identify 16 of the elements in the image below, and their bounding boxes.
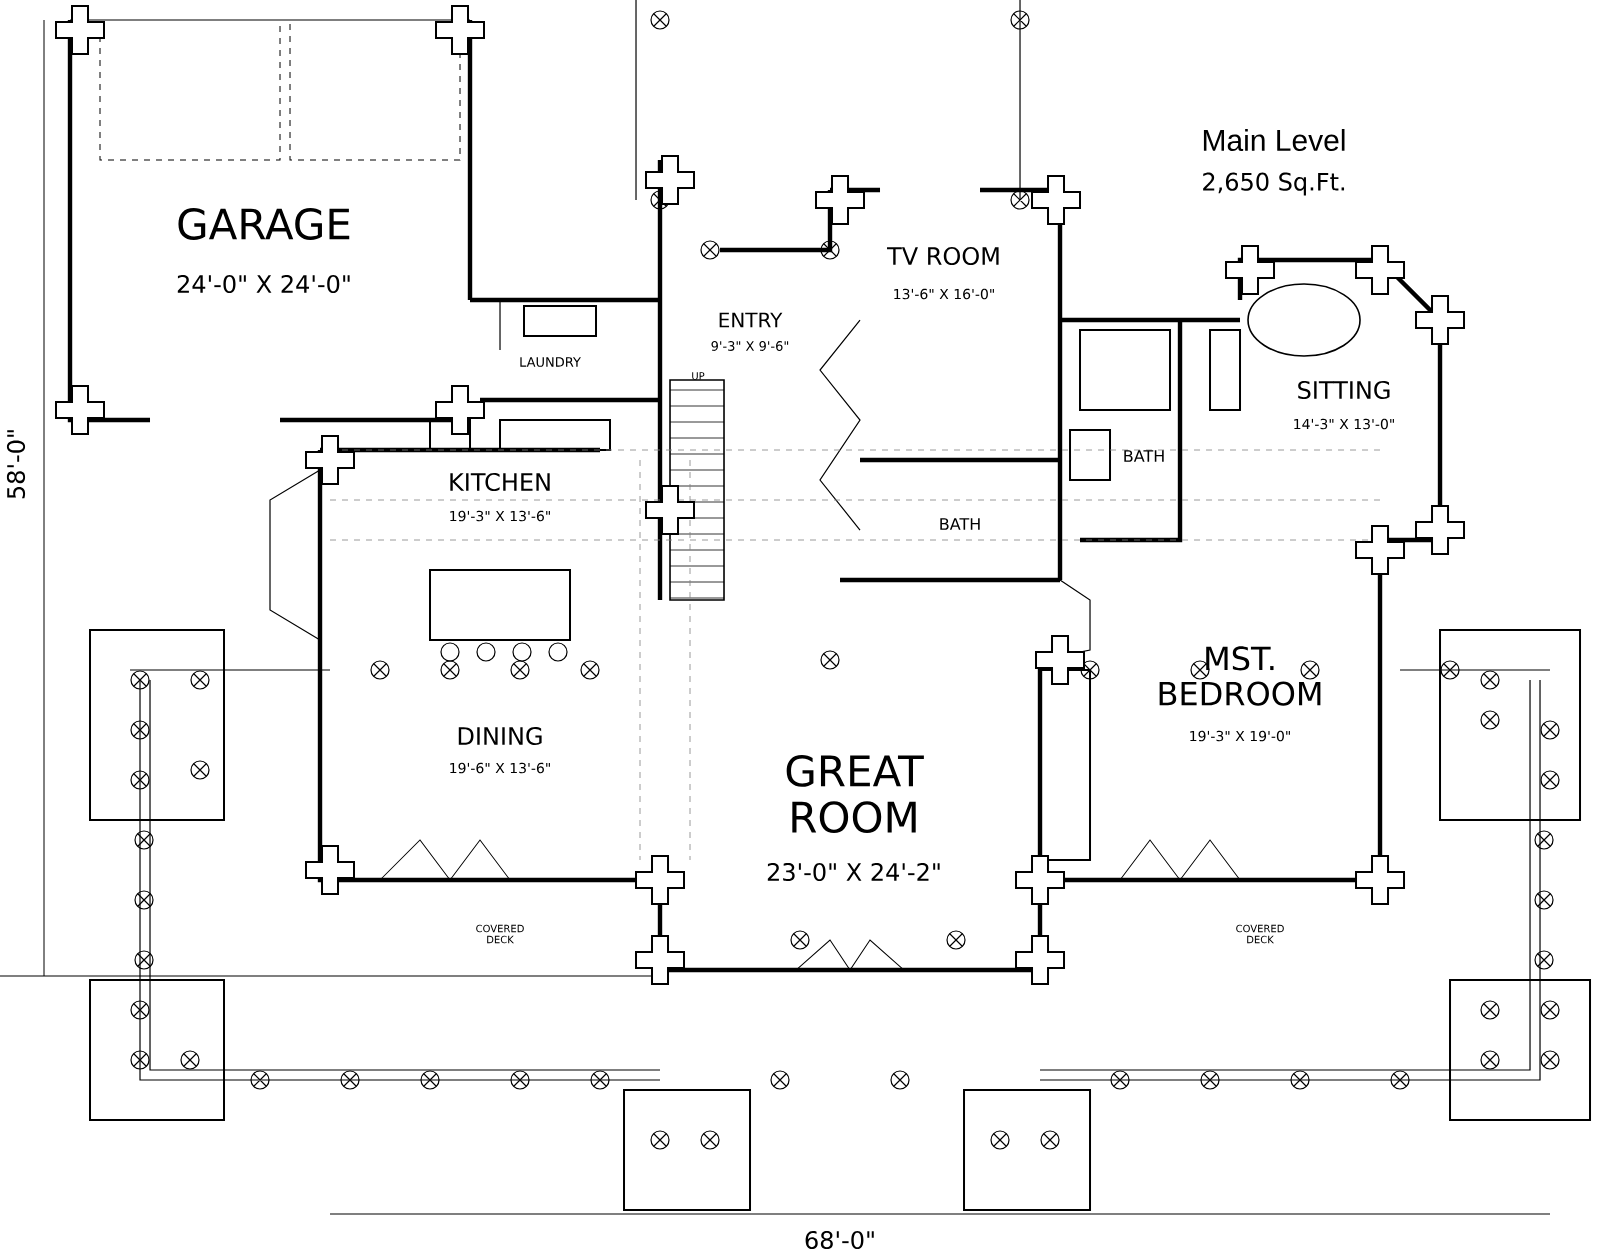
room-name: BATH: [940, 518, 980, 530]
room-name: DINING: [458, 726, 542, 746]
room-name: KITCHEN: [450, 472, 550, 492]
area-note: 2,650 Sq.Ft.: [1203, 172, 1345, 196]
room-name: ENTRY: [719, 312, 783, 328]
room-dimension: 23'-0" X 24'-2": [767, 862, 940, 882]
dimension-label: 58'-0": [6, 430, 26, 499]
dimension-label: 68'-0": [805, 1230, 874, 1250]
room-name: TV ROOM: [887, 246, 999, 266]
room-name: SITTING: [1298, 380, 1390, 400]
room-name: BATH: [1124, 450, 1164, 462]
room-name: GARAGE: [178, 208, 350, 240]
room-name: GREAT ROOM: [786, 755, 924, 833]
room-dimension: 24'-0" X 24'-0": [177, 274, 350, 294]
plan-title: Main Level: [1203, 129, 1345, 151]
room-name: MST. BEDROOM: [1159, 646, 1321, 706]
